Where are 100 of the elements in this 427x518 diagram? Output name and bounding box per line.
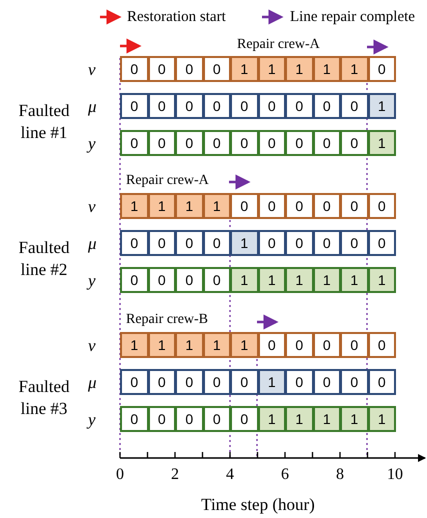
state-cell: 0 bbox=[312, 332, 341, 358]
state-cell: 1 bbox=[368, 406, 396, 432]
state-cell: 1 bbox=[285, 406, 314, 432]
state-cell: 1 bbox=[312, 267, 341, 293]
state-cell: 0 bbox=[175, 369, 204, 395]
state-cell: 1 bbox=[148, 332, 176, 358]
state-cell: 0 bbox=[340, 332, 368, 358]
state-cell: 0 bbox=[148, 369, 176, 395]
state-cell: 0 bbox=[120, 369, 148, 395]
state-cell: 0 bbox=[148, 56, 176, 82]
state-cell: 0 bbox=[230, 93, 258, 119]
variable-label: μ bbox=[88, 374, 97, 391]
state-cell: 0 bbox=[258, 93, 286, 119]
variable-label: v bbox=[88, 337, 96, 354]
state-cell: 1 bbox=[202, 332, 231, 358]
state-cell: 0 bbox=[368, 369, 396, 395]
state-cell: 0 bbox=[312, 369, 341, 395]
state-cell: 0 bbox=[312, 193, 341, 219]
state-cell: 1 bbox=[285, 267, 314, 293]
state-cell: 0 bbox=[120, 93, 148, 119]
state-cell: 1 bbox=[175, 332, 204, 358]
tick-label: 10 bbox=[387, 467, 403, 483]
state-cell: 0 bbox=[202, 267, 231, 293]
state-cell: 1 bbox=[368, 130, 396, 156]
state-cell: 1 bbox=[230, 332, 258, 358]
state-cell: 0 bbox=[202, 93, 231, 119]
state-cell: 1 bbox=[312, 406, 341, 432]
state-cell: 0 bbox=[285, 193, 314, 219]
state-cell: 1 bbox=[340, 56, 368, 82]
state-cell: 0 bbox=[312, 93, 341, 119]
state-cell: 0 bbox=[120, 56, 148, 82]
tick-label: 8 bbox=[336, 467, 344, 483]
state-cell: 1 bbox=[202, 193, 231, 219]
state-cell: 0 bbox=[368, 332, 396, 358]
state-cell: 0 bbox=[285, 130, 314, 156]
line-label: Faulted line #2 bbox=[18, 237, 70, 281]
state-cell: 0 bbox=[175, 406, 204, 432]
state-cell: 0 bbox=[230, 193, 258, 219]
tick-label: 4 bbox=[226, 467, 234, 483]
state-cell: 1 bbox=[230, 230, 258, 256]
legend-label: Restoration start bbox=[127, 10, 226, 25]
state-cell: 0 bbox=[340, 193, 368, 219]
state-cell: 1 bbox=[340, 406, 368, 432]
state-cell: 0 bbox=[120, 130, 148, 156]
crew-label: Repair crew-A bbox=[126, 174, 209, 188]
state-cell: 0 bbox=[202, 369, 231, 395]
state-cell: 0 bbox=[120, 230, 148, 256]
state-cell: 0 bbox=[285, 230, 314, 256]
state-cell: 0 bbox=[148, 267, 176, 293]
variable-label: μ bbox=[88, 98, 97, 115]
variable-label: y bbox=[88, 411, 96, 428]
state-cell: 0 bbox=[148, 406, 176, 432]
state-cell: 0 bbox=[258, 332, 286, 358]
state-cell: 0 bbox=[175, 93, 204, 119]
state-cell: 0 bbox=[202, 130, 231, 156]
state-cell: 1 bbox=[258, 369, 286, 395]
legend-label: Line repair complete bbox=[290, 10, 415, 25]
state-cell: 1 bbox=[258, 267, 286, 293]
state-cell: 0 bbox=[285, 332, 314, 358]
variable-label: y bbox=[88, 135, 96, 152]
line-label: Faulted line #1 bbox=[18, 100, 70, 144]
state-cell: 0 bbox=[175, 56, 204, 82]
state-cell: 0 bbox=[340, 130, 368, 156]
state-cell: 0 bbox=[340, 369, 368, 395]
tick-label: 0 bbox=[116, 467, 124, 483]
state-cell: 1 bbox=[258, 406, 286, 432]
state-cell: 0 bbox=[312, 130, 341, 156]
state-cell: 1 bbox=[148, 193, 176, 219]
state-cell: 0 bbox=[340, 230, 368, 256]
state-cell: 1 bbox=[340, 267, 368, 293]
variable-label: v bbox=[88, 61, 96, 78]
state-cell: 0 bbox=[148, 93, 176, 119]
state-cell: 0 bbox=[175, 230, 204, 256]
state-cell: 0 bbox=[258, 193, 286, 219]
state-cell: 1 bbox=[230, 56, 258, 82]
state-cell: 0 bbox=[230, 130, 258, 156]
crew-label: Repair crew-B bbox=[126, 313, 208, 327]
variable-label: v bbox=[88, 198, 96, 215]
state-cell: 1 bbox=[312, 56, 341, 82]
state-cell: 1 bbox=[285, 56, 314, 82]
variable-label: y bbox=[88, 272, 96, 289]
state-cell: 1 bbox=[258, 56, 286, 82]
state-cell: 0 bbox=[175, 130, 204, 156]
state-cell: 0 bbox=[202, 56, 231, 82]
state-cell: 0 bbox=[230, 369, 258, 395]
state-cell: 0 bbox=[312, 230, 341, 256]
state-cell: 0 bbox=[285, 369, 314, 395]
state-cell: 1 bbox=[368, 267, 396, 293]
state-cell: 1 bbox=[120, 332, 148, 358]
state-cell: 0 bbox=[202, 406, 231, 432]
state-cell: 0 bbox=[285, 93, 314, 119]
state-cell: 0 bbox=[175, 267, 204, 293]
state-cell: 1 bbox=[175, 193, 204, 219]
state-cell: 0 bbox=[148, 130, 176, 156]
state-cell: 1 bbox=[230, 267, 258, 293]
state-cell: 0 bbox=[202, 230, 231, 256]
state-cell: 0 bbox=[368, 230, 396, 256]
state-cell: 0 bbox=[340, 93, 368, 119]
line-label: Faulted line #3 bbox=[18, 376, 70, 420]
crew-label: Repair crew-A bbox=[237, 38, 320, 52]
